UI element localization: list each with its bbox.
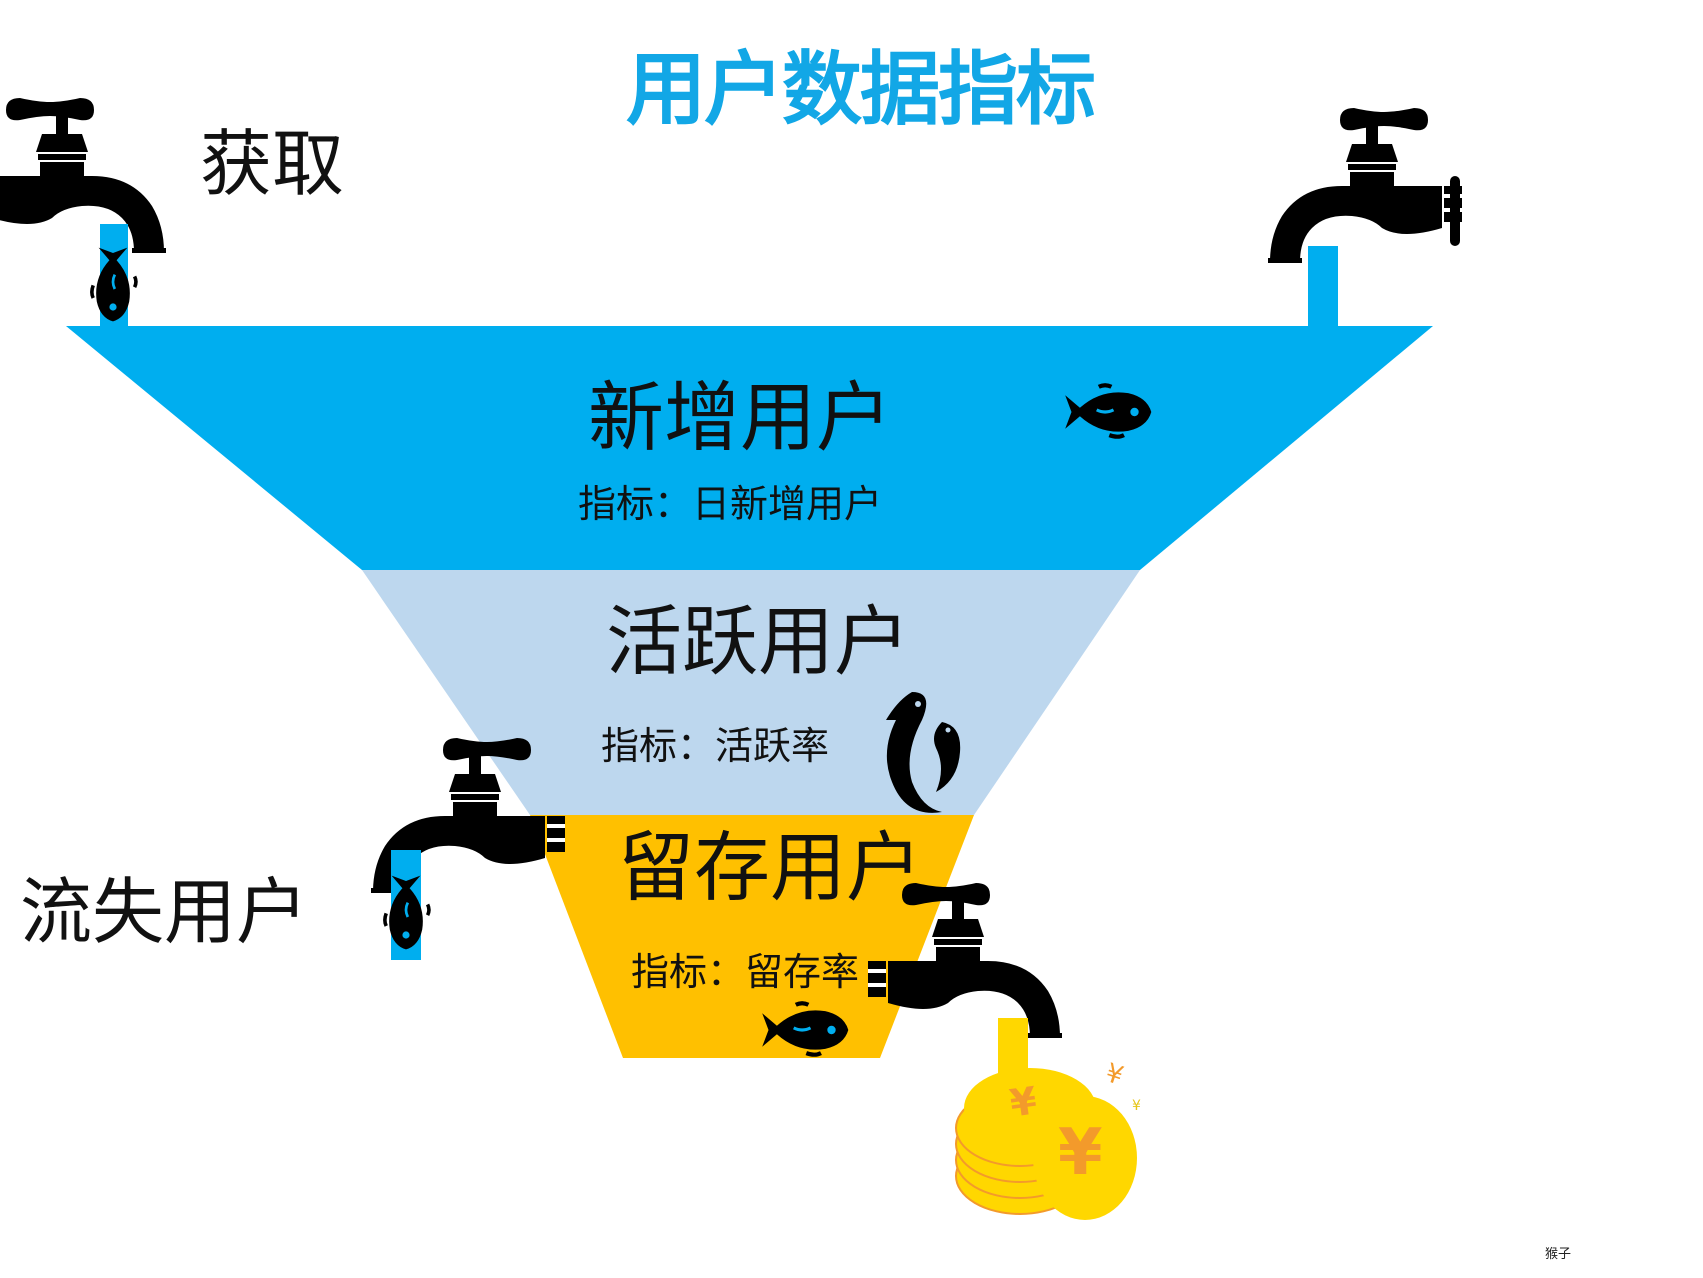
yuan-coins-icon (955, 1068, 1137, 1220)
churn-label: 流失用户 (20, 870, 309, 954)
watermark: 猴子 (1545, 1247, 1572, 1262)
water-stream-right (1308, 246, 1338, 328)
stage-new-users-band (66, 326, 1433, 570)
stage-retained-users-band (530, 815, 974, 1058)
yuan-symbol: ¥ (1058, 1116, 1103, 1190)
stage-active-users-metric: 指标：活跃率 (600, 724, 829, 768)
faucet-flange (1450, 176, 1460, 246)
stage-active-users-title: 活跃用户 (606, 597, 910, 686)
stage-new-users-metric: 指标：日新增用户 (577, 482, 882, 526)
fish-icon (90, 245, 138, 324)
page-title: 用户数据指标 (626, 43, 1096, 136)
stage-retained-users-title: 留存用户 (618, 823, 922, 912)
acquire-label: 获取 (200, 122, 345, 206)
yuan-symbol-tiny: ¥ (1132, 1098, 1141, 1114)
faucet-icon (0, 98, 166, 253)
faucet-icon (1268, 108, 1462, 263)
twin-fish-icon (886, 692, 961, 813)
stage-new-users-title: 新增用户 (588, 373, 892, 462)
stage-retained-users-metric: 指标：留存率 (630, 950, 859, 994)
